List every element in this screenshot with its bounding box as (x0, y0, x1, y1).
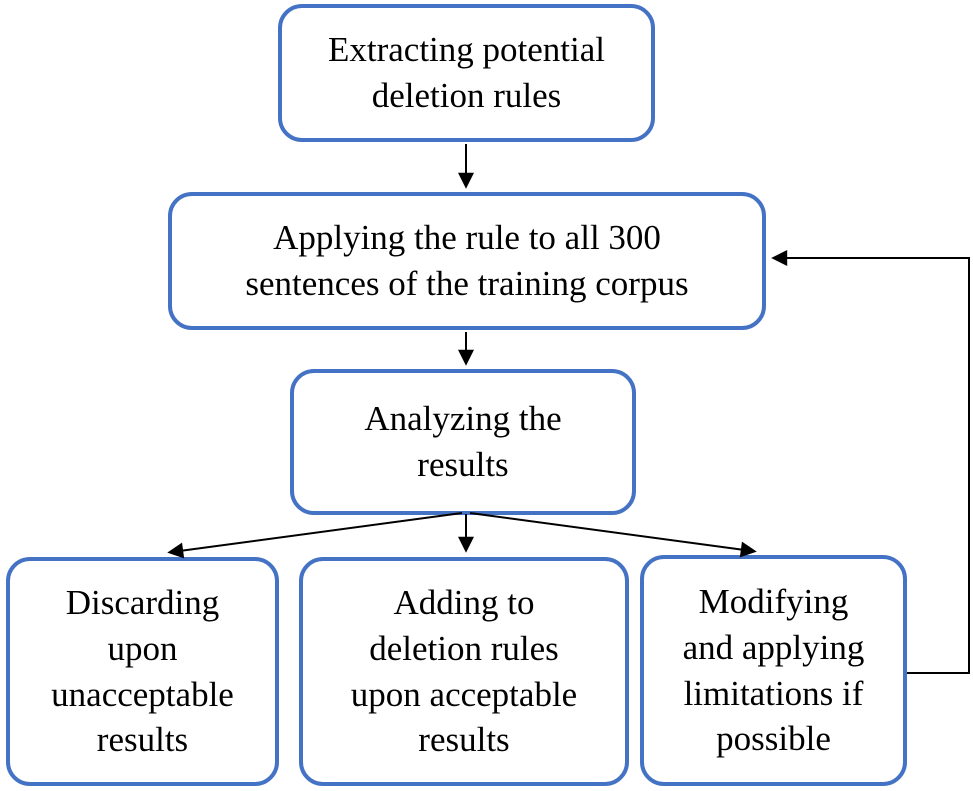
node-label: Discarding upon unacceptable results (51, 582, 234, 760)
node-label: Analyzing the results (364, 399, 562, 484)
node-adding-deletion-rules-acceptable-results: Adding to deletion rules upon acceptable… (299, 557, 629, 786)
node-extracting-potential-deletion-rules: Extracting potential deletion rules (278, 4, 655, 142)
edge-analyze-to-discard (167, 512, 463, 559)
node-label: Adding to deletion rules upon acceptable… (350, 582, 578, 760)
node-label: Applying the rule to all 300 sentences o… (245, 218, 689, 303)
node-analyzing-results: Analyzing the results (290, 369, 636, 515)
edge-analyze-to-modify (469, 512, 757, 558)
node-modifying-applying-limitations: Modifying and applying limitations if po… (640, 555, 907, 786)
node-discarding-unacceptable-results: Discarding upon unacceptable results (6, 557, 279, 786)
node-label: Extracting potential deletion rules (328, 30, 605, 115)
node-applying-rule-to-300-sentences: Applying the rule to all 300 sentences o… (168, 192, 766, 330)
node-label: Modifying and applying limitations if po… (682, 581, 865, 759)
